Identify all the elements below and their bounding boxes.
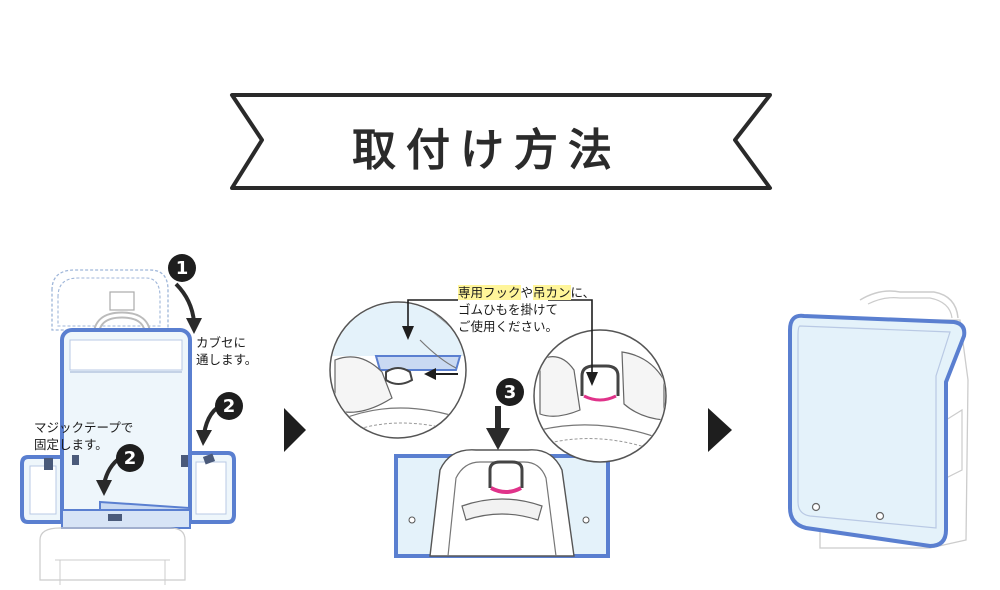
step2-number-left: 2 bbox=[123, 448, 137, 469]
step2-number-right: 2 bbox=[222, 396, 236, 417]
callout-line-left bbox=[407, 299, 458, 330]
hanger-highlight: 吊カン bbox=[533, 285, 571, 300]
callout-line-right bbox=[548, 299, 593, 376]
step2-label: マジックテープで 固定します。 bbox=[34, 419, 133, 453]
elastic-cord bbox=[490, 486, 522, 494]
next-arrow-1 bbox=[284, 408, 306, 452]
step2-number-circle-left bbox=[116, 444, 144, 472]
step2-label-line2: 固定します。 bbox=[34, 437, 108, 452]
step3-note-line2: ゴムひもを掛けて bbox=[458, 302, 559, 317]
panel-1-cover-flat bbox=[20, 269, 236, 585]
step3-note-mid: や bbox=[520, 285, 534, 300]
panel-3-finished bbox=[788, 290, 969, 549]
dedicated-hook-highlight: 専用フック bbox=[458, 285, 521, 300]
step1-number-circle bbox=[168, 254, 196, 282]
step3-number-circle bbox=[496, 378, 524, 406]
arrow-step1 bbox=[174, 282, 196, 323]
title-banner bbox=[230, 93, 772, 190]
next-arrow-2 bbox=[708, 408, 732, 452]
step2-number-circle-right bbox=[215, 392, 243, 420]
step3-note-line3: ご使用ください。 bbox=[458, 319, 559, 334]
step3-note: 専用フックや吊カンに、 ゴムひもを掛けて ご使用ください。 bbox=[458, 284, 595, 335]
step1-label: カブセに 通します。 bbox=[196, 334, 257, 368]
step1-number: 1 bbox=[175, 258, 189, 279]
finished-cover bbox=[788, 313, 967, 549]
step3-number: 3 bbox=[503, 382, 517, 403]
step1-label-line2: 通します。 bbox=[196, 352, 258, 367]
panel-2-hook-attach bbox=[329, 299, 667, 558]
step3-note-end: に、 bbox=[570, 285, 596, 300]
step1-label-line1: カブセに bbox=[196, 335, 247, 350]
step3-note-line1: 専用フックや吊カンに、 bbox=[458, 284, 595, 301]
page-title: 取付け方法 bbox=[352, 125, 622, 176]
step2-label-line1: マジックテープで bbox=[34, 420, 134, 435]
